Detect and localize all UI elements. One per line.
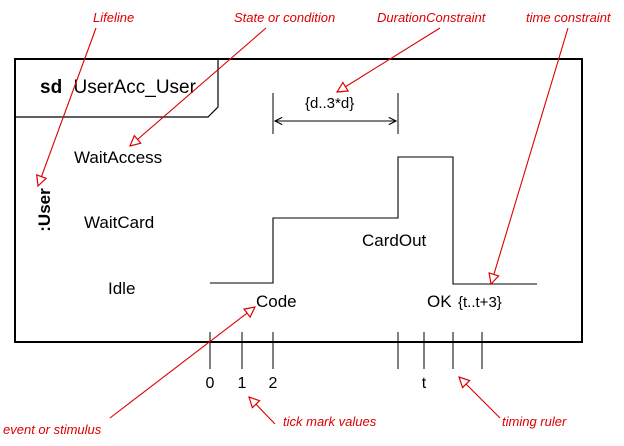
state-label-waitcard: WaitCard	[84, 213, 154, 232]
annotation-state-or-condition: State or condition	[234, 10, 335, 25]
state-label-waitaccess: WaitAccess	[74, 148, 162, 167]
frame-name-tab	[15, 59, 219, 118]
frame-title: sd UserAcc_User	[40, 77, 197, 98]
pointer-arrow-lifeline	[38, 27, 97, 186]
pointer-arrow-timing-ruler	[459, 377, 501, 419]
frame-name: UserAcc_User	[73, 77, 196, 98]
tick-label: t	[422, 375, 427, 392]
state-label-idle: Idle	[108, 279, 135, 298]
event-label-ok: OK	[427, 292, 452, 311]
annotation-lifeline: Lifeline	[93, 10, 134, 25]
annotation-timing-ruler: timing ruler	[502, 414, 567, 429]
pointer-arrow-tick-values	[249, 397, 276, 425]
tick-label: 1	[238, 375, 247, 392]
pointer-arrow-duration	[337, 27, 441, 92]
annotation-event-or-stimulus: event or stimulus	[3, 422, 102, 437]
pointer-arrow-event	[109, 307, 255, 419]
tick-label: 0	[206, 375, 215, 392]
pointer-arrow-state	[130, 27, 267, 146]
frame-keyword: sd	[40, 77, 62, 98]
annotation-duration-constraint: DurationConstraint	[377, 10, 487, 25]
state-timeline	[210, 156, 537, 285]
tick-label: 2	[269, 375, 278, 392]
time-constraint-value: {t..t+3}	[458, 294, 502, 311]
annotation-time-constraint: time constraint	[526, 10, 612, 25]
pointer-arrow-time	[491, 27, 569, 284]
lifeline-label: :User	[35, 188, 54, 232]
event-label-code: Code	[256, 292, 297, 311]
duration-constraint-value: {d..3*d}	[305, 95, 354, 112]
diagram-frame	[14, 58, 583, 343]
annotation-tick-mark-values: tick mark values	[283, 414, 377, 429]
event-label-cardout: CardOut	[362, 231, 427, 250]
